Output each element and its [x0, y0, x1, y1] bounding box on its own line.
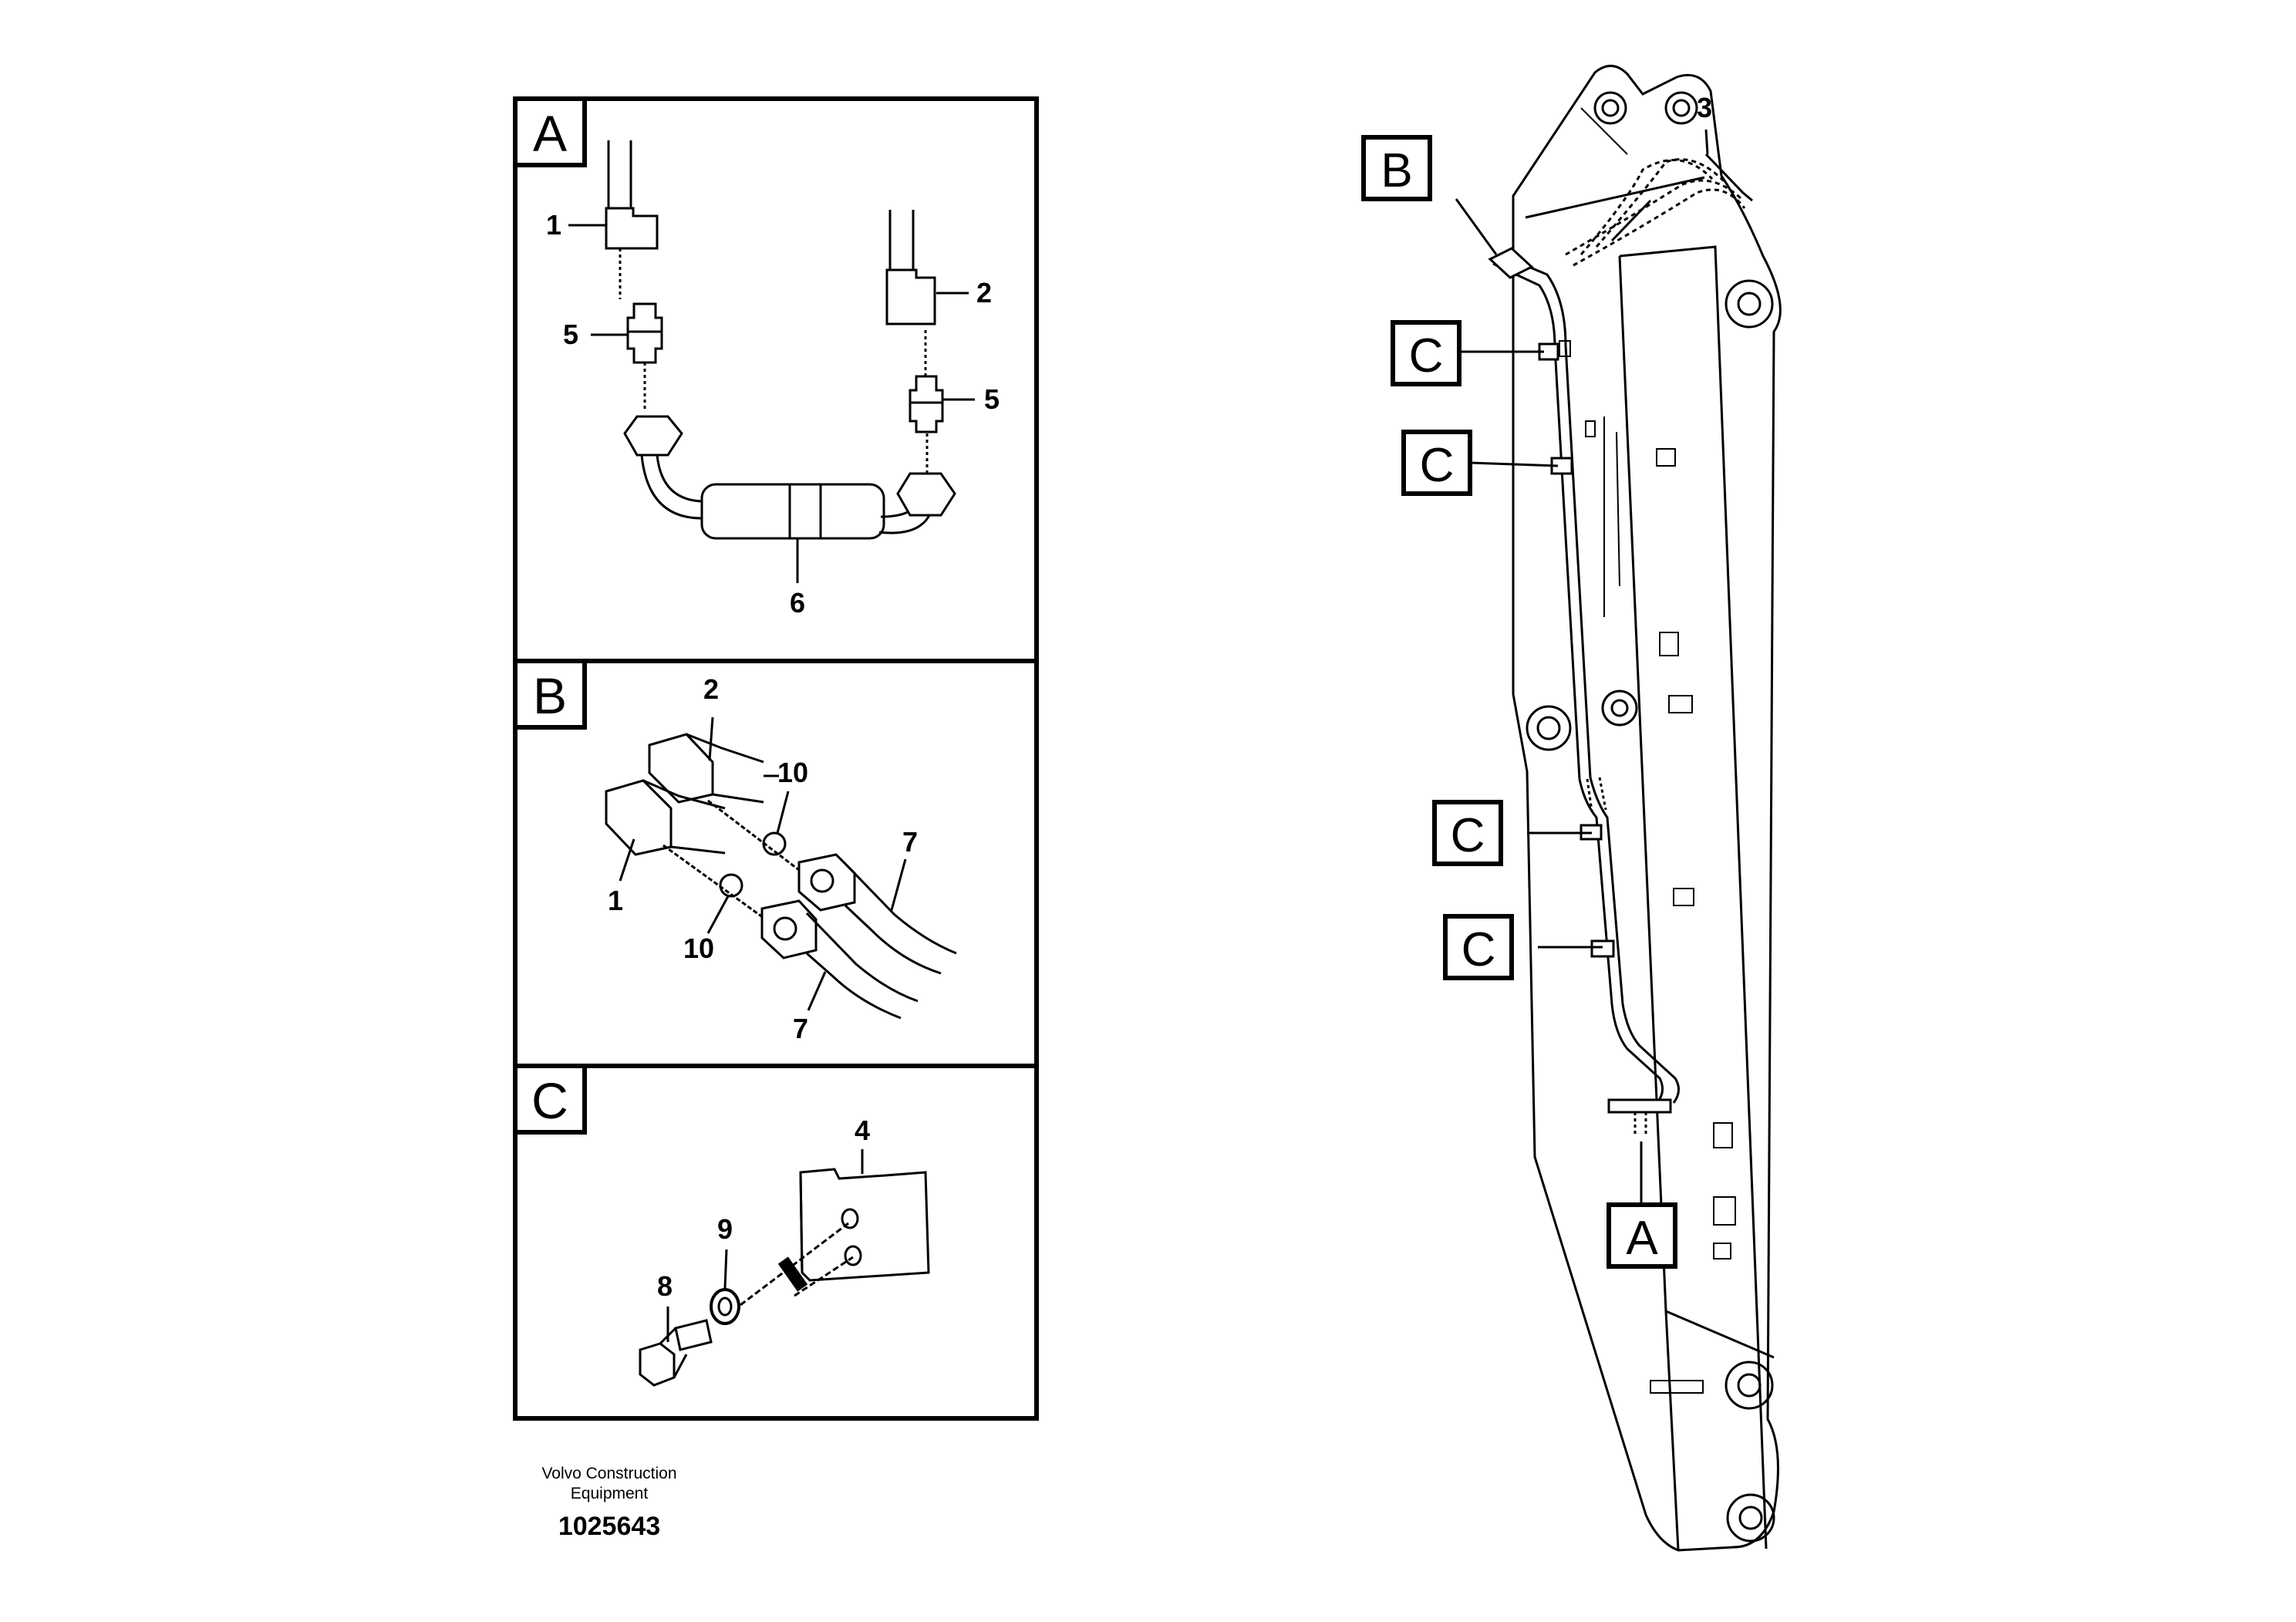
pivot-eyes — [1526, 91, 1775, 1543]
overview-leaders — [1455, 129, 1709, 1205]
panel-c-letter-box: C — [513, 1064, 587, 1135]
company-line-1: Volvo Construction — [541, 1465, 677, 1482]
company-line-2: Equipment — [570, 1485, 649, 1502]
svg-text:A: A — [1626, 1212, 1658, 1265]
callout-9: 9 — [717, 1213, 733, 1245]
callout-1: 1 — [608, 885, 623, 916]
arm-bosses — [1559, 340, 1736, 1394]
marker-c: C — [1432, 800, 1503, 866]
callout-10: 10 — [777, 757, 808, 788]
marker-c: C — [1401, 430, 1472, 496]
marker-a: A — [1607, 1202, 1677, 1269]
panel-a: A — [513, 96, 1000, 619]
panel-c-letter: C — [531, 1072, 568, 1129]
callout-5: 5 — [984, 383, 1000, 415]
marker-c: C — [1443, 914, 1514, 980]
panel-c: C 4 9 8 — [513, 1064, 930, 1387]
drawing-number: 1025643 — [558, 1512, 661, 1541]
callout-2: 2 — [703, 673, 719, 705]
callout-4: 4 — [855, 1114, 870, 1146]
callout-7: 7 — [902, 826, 918, 858]
company-name: Volvo Construction Equipment — [494, 1464, 725, 1504]
marker-c: C — [1391, 320, 1462, 386]
marker-b: B — [1361, 135, 1432, 201]
detail-panels — [513, 96, 1039, 1421]
arm-outline — [1512, 65, 1782, 1552]
arm-overview — [1455, 65, 1782, 1552]
svg-text:B: B — [1381, 144, 1412, 197]
panel-b-letter: B — [533, 667, 567, 724]
svg-text:C: C — [1451, 809, 1485, 862]
callout-2: 2 — [976, 277, 992, 309]
svg-text:C: C — [1462, 923, 1496, 976]
callout-8: 8 — [657, 1270, 673, 1302]
panel-a-letter-box: A — [513, 96, 587, 167]
hydraulic-tubes — [1488, 153, 1753, 1135]
svg-text:C: C — [1420, 439, 1455, 492]
callout-7: 7 — [793, 1013, 808, 1044]
callout-1: 1 — [546, 209, 561, 241]
callout-10: 10 — [683, 932, 714, 964]
callout-6: 6 — [790, 587, 805, 619]
panel-a-letter: A — [533, 105, 567, 162]
panel-b-letter-box: B — [513, 659, 587, 730]
callout-5: 5 — [563, 319, 578, 350]
svg-text:C: C — [1409, 329, 1444, 383]
callout-3: 3 — [1697, 92, 1712, 123]
panel-b: B — [513, 659, 957, 1044]
